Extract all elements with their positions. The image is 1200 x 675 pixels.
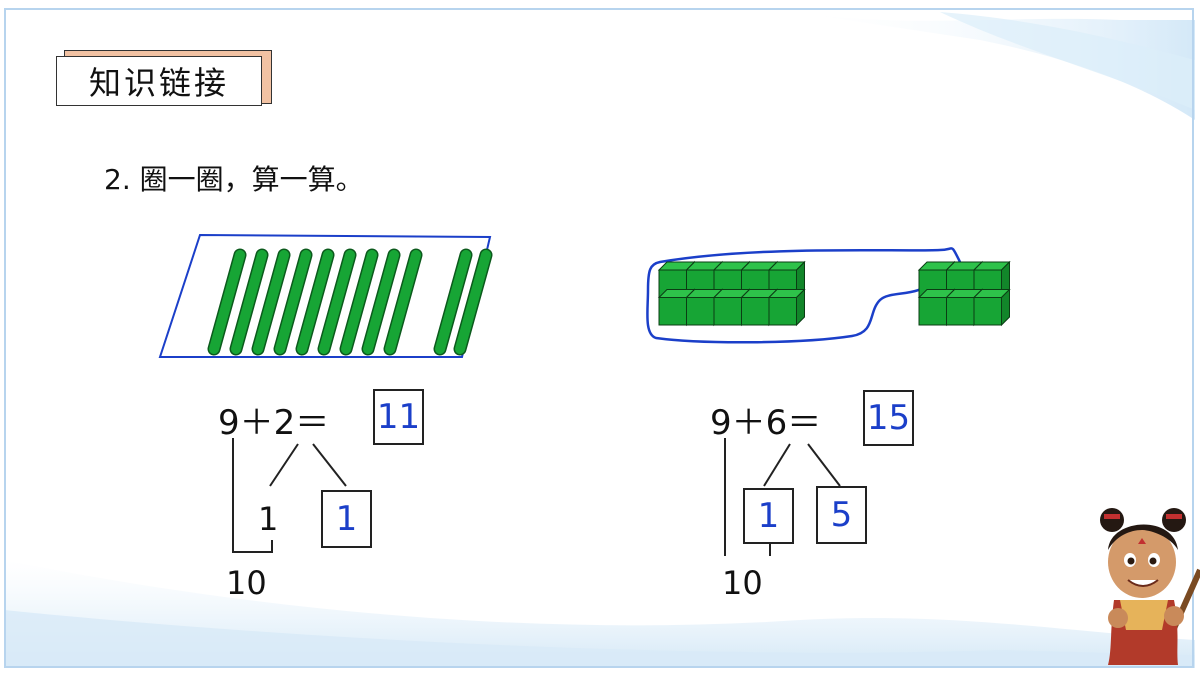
stick xyxy=(207,248,247,356)
section-title-box: 知识链接 xyxy=(56,50,272,108)
split-left-1: 1 xyxy=(258,500,279,538)
stick xyxy=(383,248,423,356)
extra-stick xyxy=(453,248,493,356)
ten-label-2: 10 xyxy=(722,564,763,602)
equation-1: 9＋2＝ xyxy=(218,403,330,443)
split-box-left-2: 1 xyxy=(743,488,794,544)
stick xyxy=(251,248,291,356)
decomposition-lines-1 xyxy=(232,438,347,553)
split-box-1: 1 xyxy=(321,490,372,548)
stick-group xyxy=(207,248,493,356)
sticks-illustration xyxy=(158,233,493,358)
answer-box-2: 15 xyxy=(863,390,914,446)
cube xyxy=(767,288,806,327)
answer-box-1: 11 xyxy=(373,389,424,445)
cubes-illustration xyxy=(646,247,1011,344)
equation-2: 9＋6＝ xyxy=(710,403,822,443)
cube-group xyxy=(657,260,1011,327)
extra-cube xyxy=(972,288,1011,327)
circle-around-ten-sticks xyxy=(158,233,492,358)
stick xyxy=(295,248,335,356)
cartoon-character-image xyxy=(1100,508,1200,665)
question-text: 2. 圈一圈，算一算。 xyxy=(104,163,364,196)
ten-label-1: 10 xyxy=(226,564,267,602)
stick xyxy=(317,248,357,356)
stick xyxy=(229,248,269,356)
split-box-right-2: 5 xyxy=(816,486,867,544)
extra-stick xyxy=(433,248,473,356)
stick xyxy=(361,248,401,356)
circle-around-ten-cubes xyxy=(646,247,962,344)
section-title: 知识链接 xyxy=(56,56,262,106)
decomposition-lines-2 xyxy=(724,438,841,556)
stick xyxy=(273,248,313,356)
stick xyxy=(339,248,379,356)
